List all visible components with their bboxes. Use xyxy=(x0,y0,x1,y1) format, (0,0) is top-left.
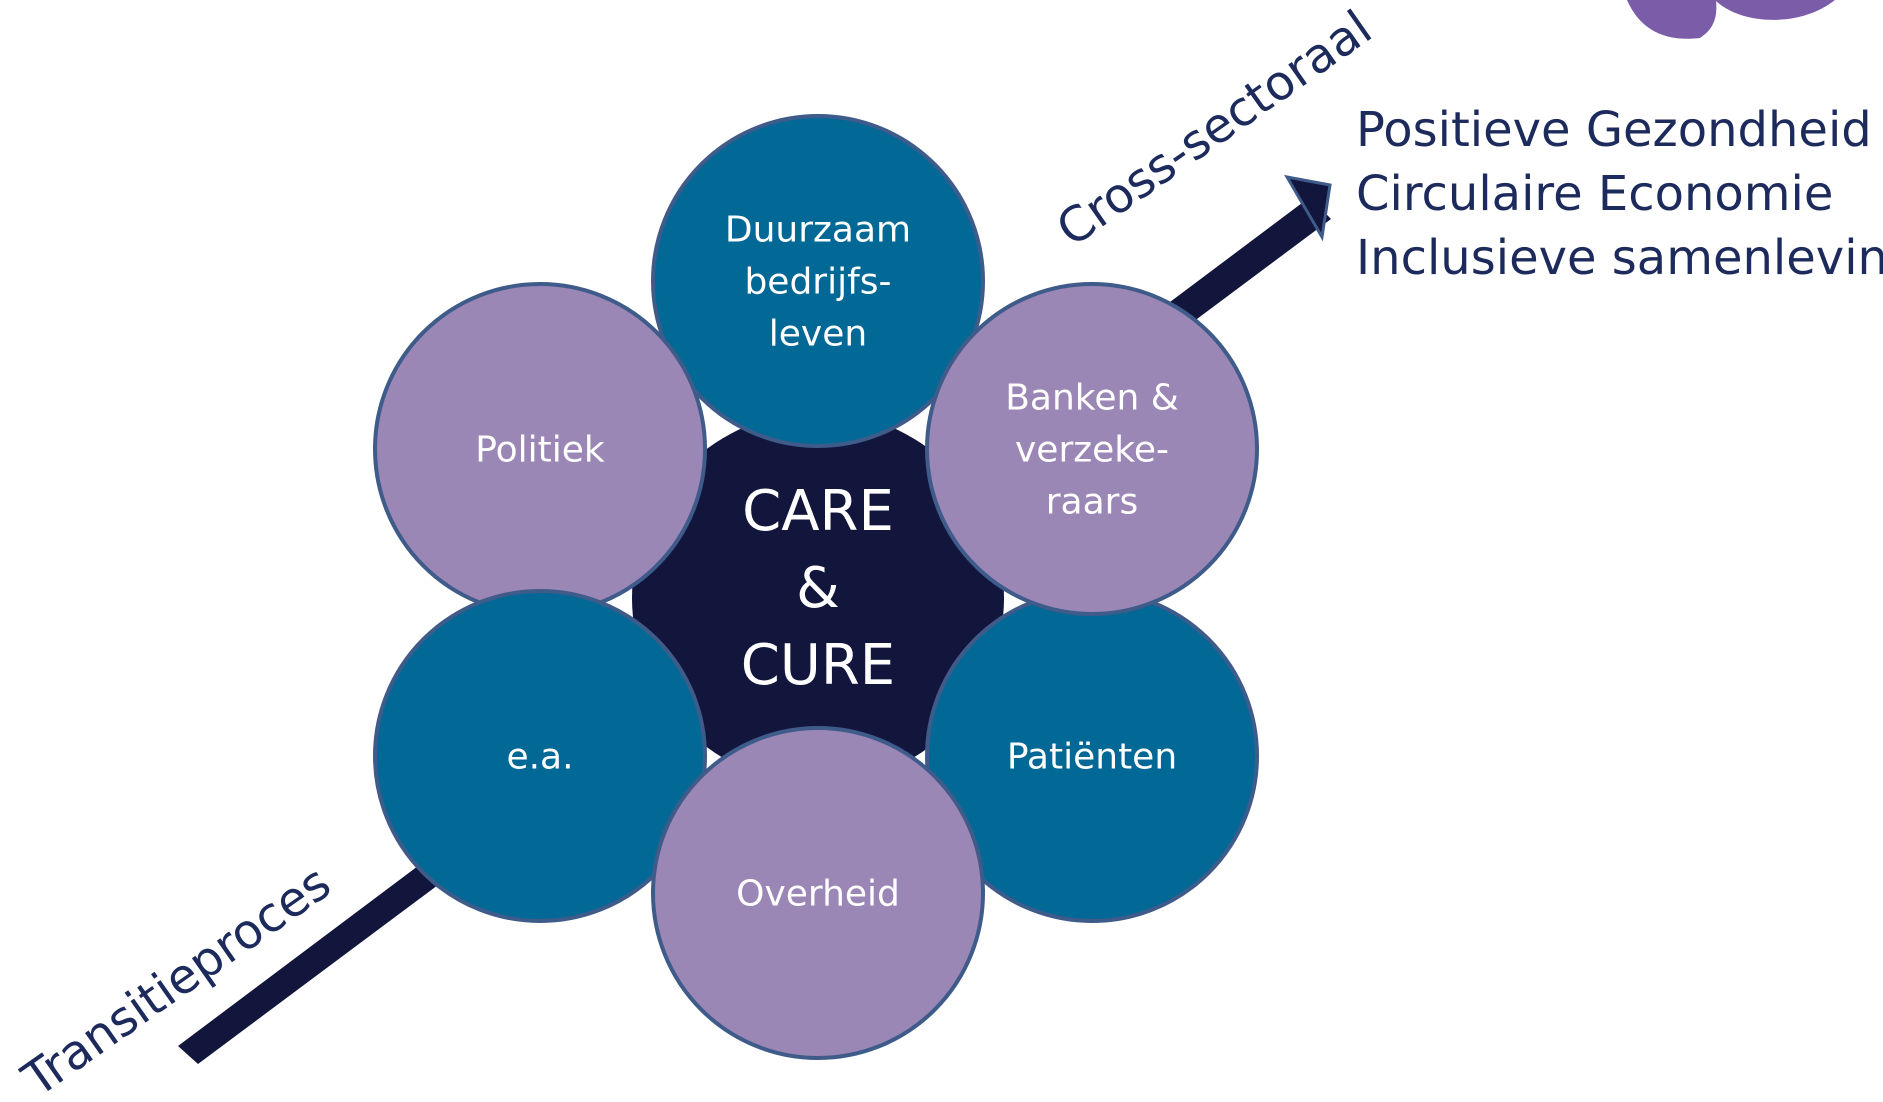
stakeholder-banken-verzekeraars: Banken & verzeke-raars xyxy=(925,282,1259,616)
goals-list: Positieve Gezondheid Circulaire Economie… xyxy=(1356,98,1883,290)
cross-sectoraal-label: Cross-sectoraal xyxy=(1047,0,1382,258)
goal-item: Positieve Gezondheid xyxy=(1356,102,1872,158)
goal-item: Inclusieve samenleving xyxy=(1356,230,1883,286)
care-cure-label: CARE & CURE xyxy=(741,479,895,698)
stakeholder-label-line: Politiek xyxy=(475,430,605,471)
stakeholder-label-line: leven xyxy=(769,314,867,355)
stakeholder-overheid: Overheid xyxy=(651,726,985,1060)
stakeholder-label-line: Overheid xyxy=(736,874,900,915)
stakeholder-duurzaam-bedrijfsleven: Duurzaam bedrijfs-leven xyxy=(651,114,985,448)
stakeholder-label-line: Banken & xyxy=(1005,378,1179,419)
stakeholder-circle xyxy=(651,114,985,448)
goal-item: Circulaire Economie xyxy=(1356,166,1834,222)
stakeholder-label-line: bedrijfs- xyxy=(744,262,891,303)
stakeholder-label-line: Duurzaam xyxy=(725,210,911,251)
stakeholder-label-line: raars xyxy=(1046,482,1138,523)
center-label-line: CARE xyxy=(742,479,894,544)
stakeholder-label-line: verzeke- xyxy=(1015,430,1169,471)
stakeholder-politiek: Politiek xyxy=(373,282,707,616)
arrow-head xyxy=(1284,174,1332,242)
logo-fragment-icon xyxy=(1627,0,1835,39)
stakeholder-circle xyxy=(373,589,707,923)
stakeholder-label-line: e.a. xyxy=(506,737,573,778)
stakeholder-circle xyxy=(925,282,1259,616)
care-cure-center xyxy=(632,412,1004,784)
center-label-line: CURE xyxy=(741,633,895,698)
stakeholder-ea: e.a. xyxy=(373,589,707,923)
stakeholder-label-line: Patiënten xyxy=(1007,737,1177,778)
center-label-line: & xyxy=(796,556,840,621)
stakeholder-circle xyxy=(651,726,985,1060)
